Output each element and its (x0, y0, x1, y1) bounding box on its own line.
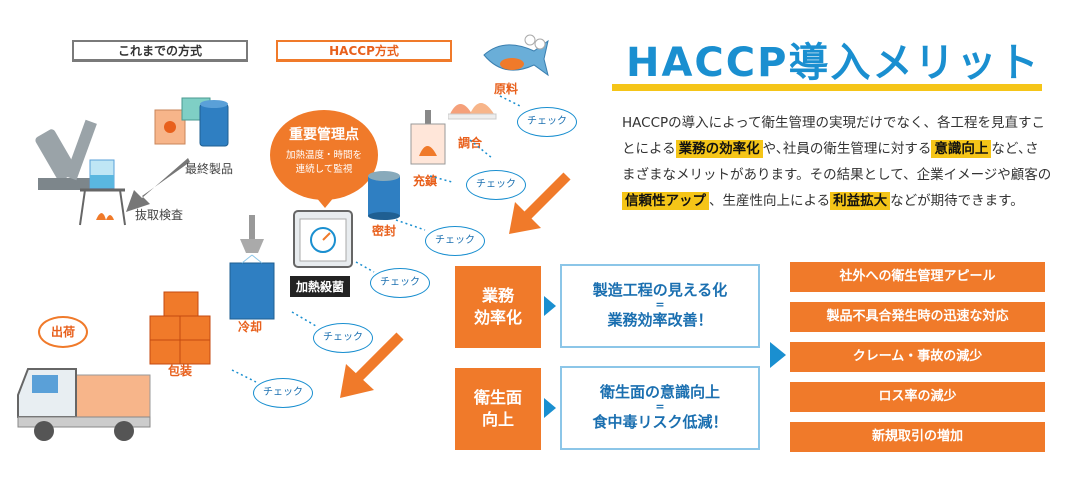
equals-sign: = (655, 400, 665, 413)
title-underline (612, 84, 1042, 91)
package-boxes-icon (149, 291, 211, 365)
desc-text-1: HACCPの導入によって衛生管理の実現だけでなく、各工程を見直すことによる (622, 115, 1046, 157)
highlight-profit: 利益拡大 (830, 192, 891, 210)
mixing-icon (448, 103, 497, 120)
box-hygiene: 衛生面の意識向上 = 食中毒リスク低減！ (560, 366, 760, 450)
result-item: クレーム・事故の減少 (790, 342, 1045, 372)
highlight-awareness: 意識向上 (931, 140, 992, 158)
sealed-can-icon (368, 171, 400, 220)
check-heating: チェック (370, 268, 430, 298)
flow-arrow-icon (340, 332, 404, 398)
chevron-right-icon (770, 342, 786, 368)
box-efficiency: 製造工程の見える化 = 業務効率改善！ (560, 264, 760, 348)
result-item: 製品不具合発生時の迅速な対応 (790, 302, 1045, 332)
efficiency-top: 製造工程の見える化 (592, 281, 728, 299)
raw-material-fish-icon (483, 34, 549, 77)
sealing-label: 密封 (372, 224, 397, 238)
gray-arrow-icon (126, 158, 190, 212)
final-product-label: 最終製品 (185, 162, 234, 176)
inspection-illustration (35, 97, 229, 226)
flow-arrow-icon (509, 172, 571, 234)
product-can-icon (199, 100, 229, 147)
shipping-bubble: 出荷 (38, 316, 88, 348)
heat-sterilizer-icon (293, 210, 353, 268)
highlight-reliability: 信頼性アップ (622, 192, 709, 210)
efficiency-bottom: 業務効率改善！ (607, 311, 713, 329)
hygiene-top: 衛生面の意識向上 (599, 383, 720, 401)
hygiene-bottom: 食中毒リスク低減！ (592, 413, 728, 431)
mixing-label: 調合 (458, 136, 483, 150)
ccp-desc-line2: 連続して監視 (295, 164, 353, 175)
desc-text-5: などが期待できます。 (890, 193, 1024, 209)
check-mixing: チェック (466, 170, 526, 200)
ccp-desc-line1: 加熱温度・時間を (285, 150, 362, 161)
check-packaging: チェック (253, 378, 313, 408)
result-item: 社外への衛生管理アピール (790, 262, 1045, 292)
filling-machine-icon (410, 110, 446, 165)
cooling-shower-icon (229, 215, 275, 320)
raw-material-label: 原料 (494, 82, 519, 96)
check-cooling: チェック (313, 323, 373, 353)
page-title: HACCP導入メリット (626, 40, 1041, 86)
ccp-bubble-tail (315, 196, 335, 208)
desc-text-2: や､社員の衛生管理に対する (762, 141, 932, 157)
beaker-icon (79, 159, 126, 226)
result-item: 新規取引の増加 (790, 422, 1045, 452)
desc-text-3: など､さまざまなメリットがあります。その結果として、企業イメージや顧客の (622, 141, 1052, 183)
tab-haccp-method: HACCP方式 (276, 40, 452, 62)
chevron-right-icon (544, 296, 556, 316)
cooling-label: 冷却 (238, 320, 263, 334)
highlight-efficiency: 業務の効率化 (675, 140, 763, 158)
category-efficiency: 業務 効率化 (455, 266, 541, 348)
equals-sign: = (655, 298, 665, 311)
check-raw-material: チェック (517, 107, 577, 137)
product-bag-icon (154, 109, 186, 145)
desc-text-4: 、生産性向上による (709, 193, 831, 209)
packaging-label: 包装 (168, 364, 193, 378)
ccp-bubble: 重要管理点 加熱温度・時間を 連続して監視 (270, 110, 378, 200)
result-item: ロス率の減少 (790, 382, 1045, 412)
check-sealing: チェック (425, 226, 485, 256)
ccp-title: 重要管理点 (289, 127, 359, 143)
filling-label: 充鎮 (413, 174, 438, 188)
description: HACCPの導入によって衛生管理の実現だけでなく、各工程を見直すことによる業務の… (622, 110, 1052, 214)
tab-old-method: これまでの方式 (72, 40, 248, 62)
chevron-right-icon (544, 398, 556, 418)
delivery-truck-icon (17, 368, 151, 441)
sampling-inspection-label: 抜取検査 (135, 208, 184, 222)
category-hygiene: 衛生面 向上 (455, 368, 541, 450)
heating-label: 加熱殺菌 (290, 276, 351, 297)
